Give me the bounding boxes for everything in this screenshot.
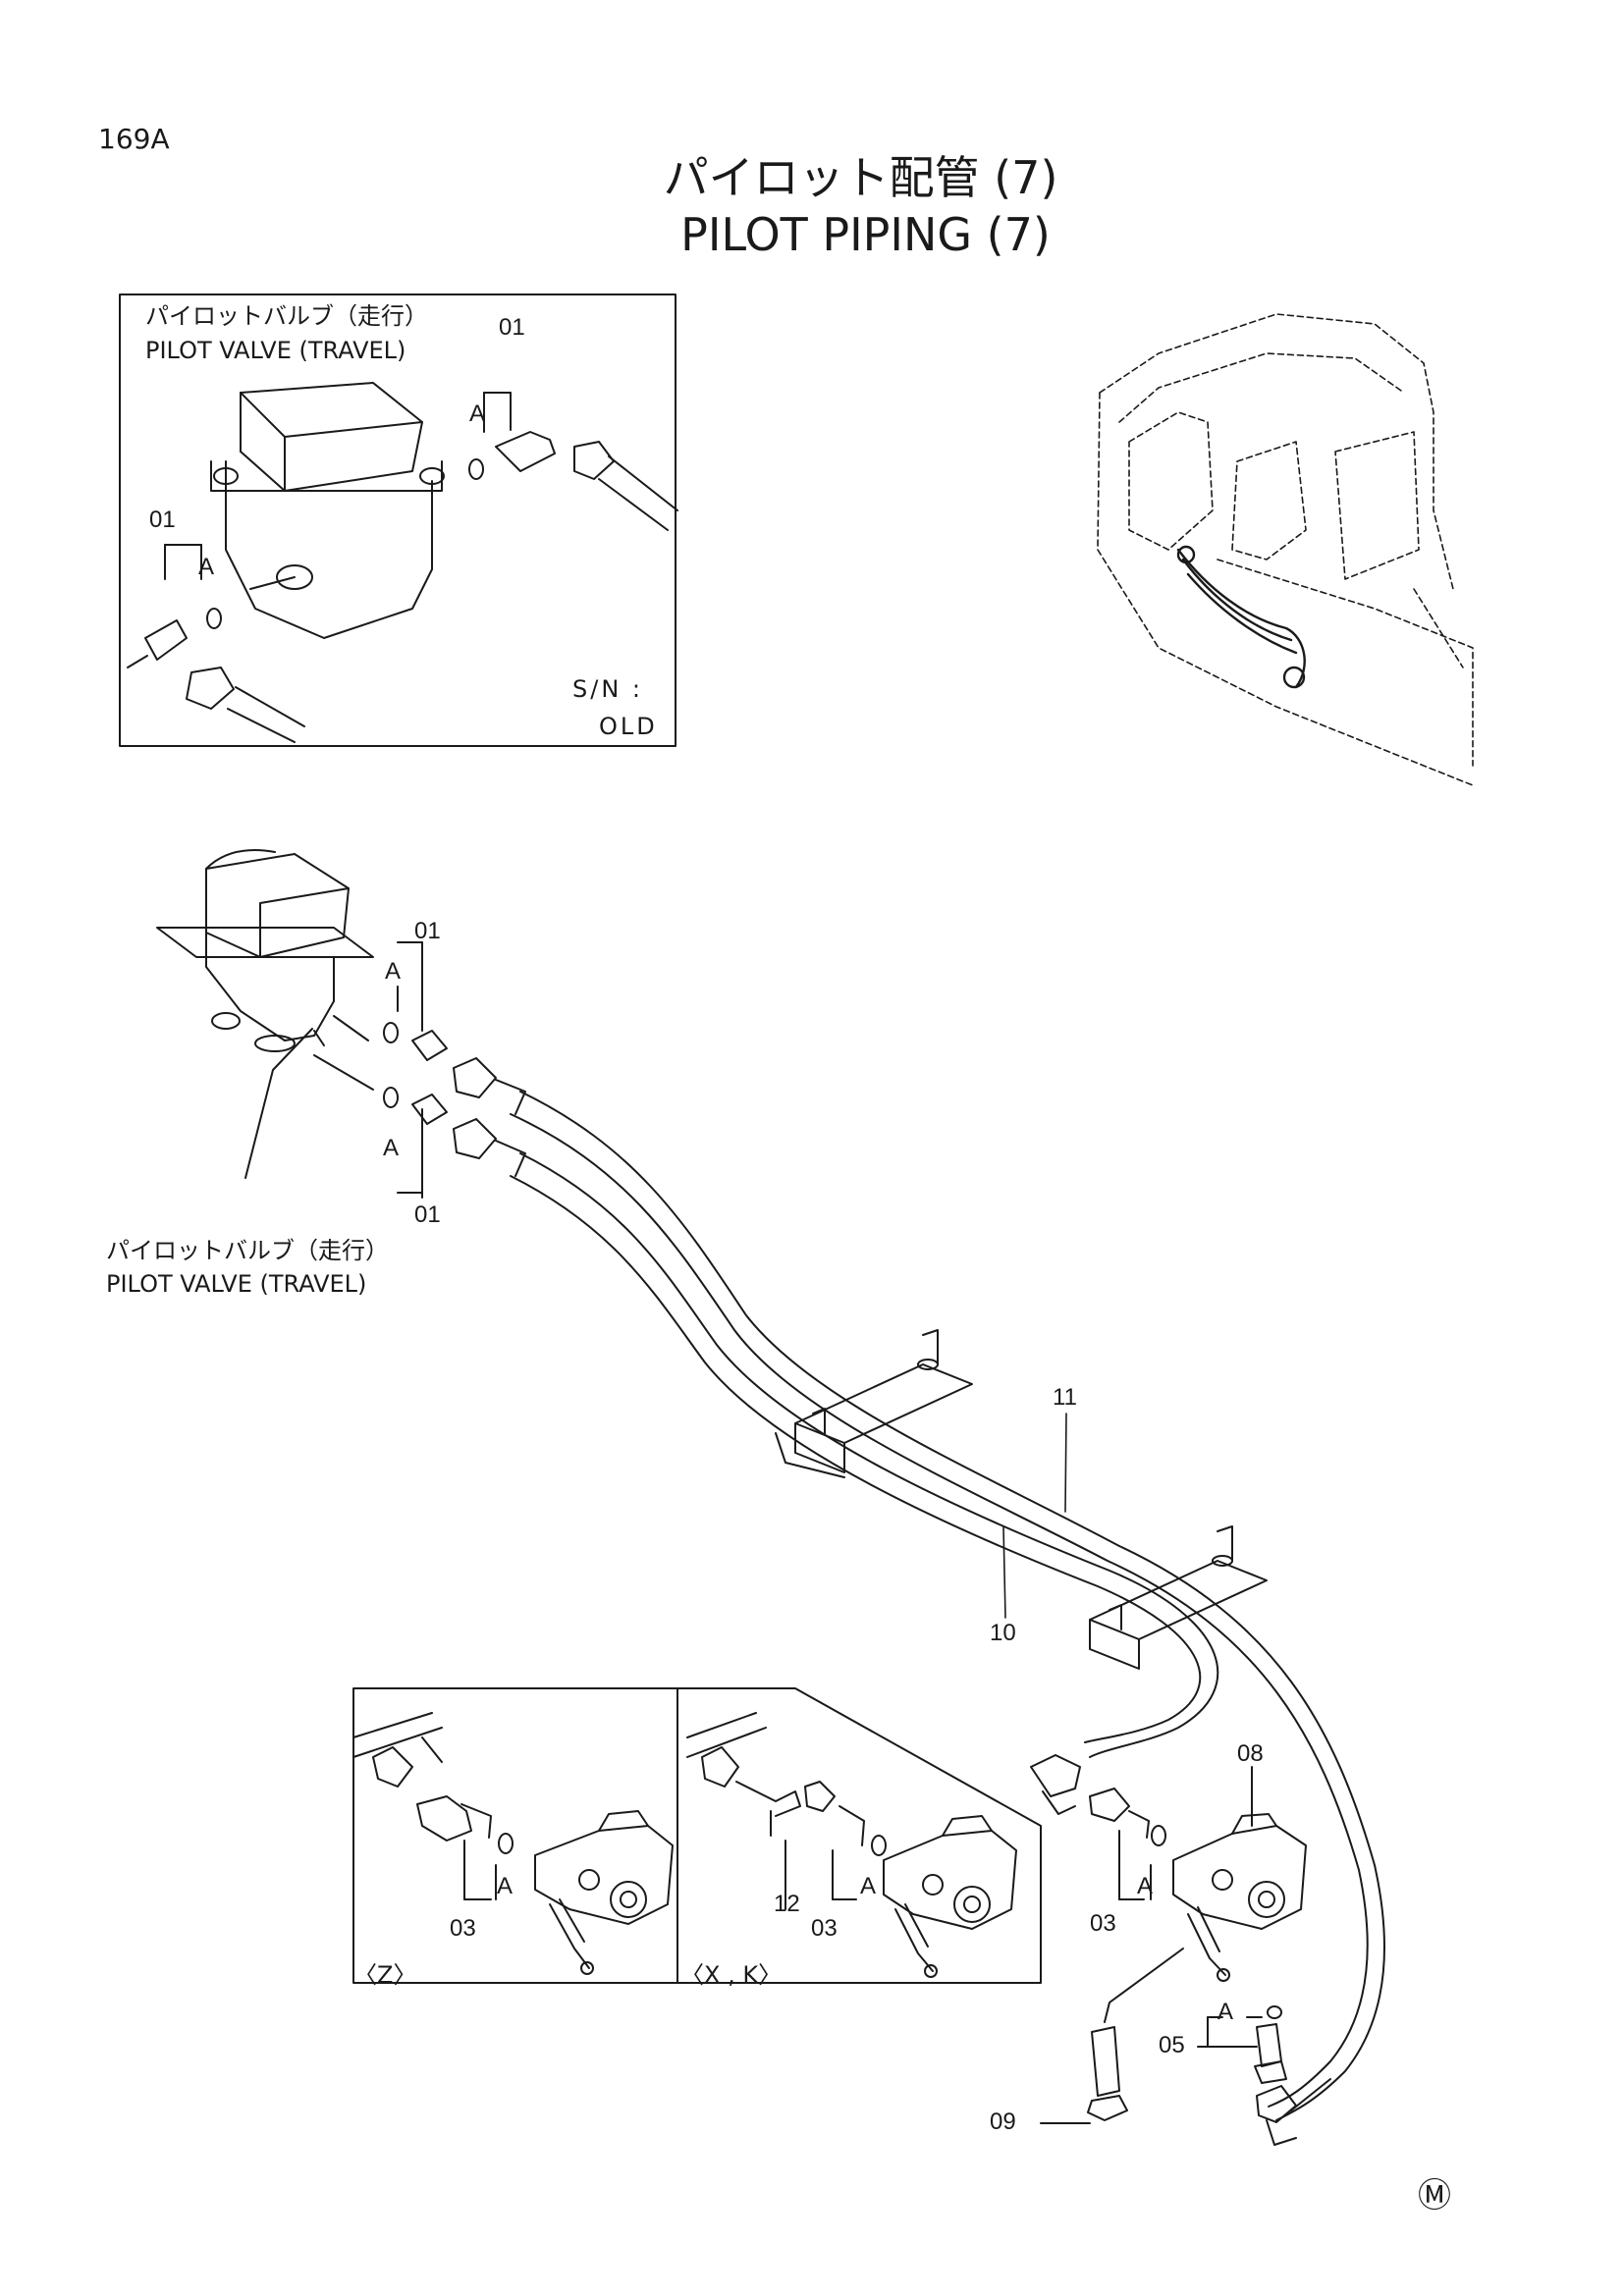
callout-10: 10 xyxy=(990,1620,1016,1646)
detail-z-drawing xyxy=(352,1712,674,1975)
hose-11 xyxy=(510,1091,1385,2121)
cab-pilot-lines xyxy=(1176,545,1306,689)
callout-a: A xyxy=(469,400,486,427)
inset-old-pilot-valve xyxy=(210,382,445,639)
detail-xk-drawing xyxy=(686,1712,1017,1978)
main-pilot-valve-fittings xyxy=(313,941,526,1199)
page-title-japanese: パイロット配管 (7) xyxy=(663,151,1058,204)
callout-a: A xyxy=(1137,1873,1154,1899)
callout-01: 01 xyxy=(149,507,176,533)
inset-pilot-valve-label-jp: パイロットバルブ（走行） xyxy=(145,302,428,330)
callout-03: 03 xyxy=(811,1915,838,1942)
m-mark: Ⓜ xyxy=(1418,2176,1451,2216)
main-pilot-valve-label-jp: パイロットバルブ（走行） xyxy=(106,1237,389,1264)
callout-a: A xyxy=(383,1135,400,1161)
inset-pilot-valve-label-en: PILOT VALVE (TRAVEL) xyxy=(145,337,406,364)
hose-clamp-lower xyxy=(1089,1525,1268,1670)
callout-12: 12 xyxy=(774,1891,800,1917)
callout-11: 11 xyxy=(1053,1384,1077,1411)
callout-05: 05 xyxy=(1159,2032,1185,2058)
right-valve-assembly xyxy=(1030,1754,1331,2146)
page-number: 169A xyxy=(98,123,170,155)
callout-a: A xyxy=(385,958,402,985)
inset-old-frame xyxy=(119,294,676,747)
cab-illustration xyxy=(1097,313,1474,786)
callout-01: 01 xyxy=(499,314,525,341)
page-title-english: PILOT PIPING (7) xyxy=(680,208,1051,261)
callout-03: 03 xyxy=(1090,1910,1116,1937)
callout-a: A xyxy=(198,554,215,580)
callout-01: 01 xyxy=(414,1201,441,1228)
callout-03: 03 xyxy=(450,1915,476,1942)
callout-01: 01 xyxy=(414,918,441,944)
hose-leaders xyxy=(1002,1413,1067,1619)
callout-a: A xyxy=(860,1873,877,1899)
callout-09: 09 xyxy=(990,2109,1016,2135)
detail-frame xyxy=(352,1687,1042,1984)
callout-a: A xyxy=(497,1873,514,1899)
inset-old-fittings xyxy=(127,392,678,743)
callout-08: 08 xyxy=(1237,1740,1264,1767)
hose-clamp-upper xyxy=(775,1329,973,1478)
main-pilot-valve-label-en: PILOT VALVE (TRAVEL) xyxy=(106,1270,367,1298)
hose-10 xyxy=(510,1152,1219,1758)
main-pilot-valve xyxy=(156,849,374,1179)
serial-number-label: S/N : xyxy=(572,675,643,703)
serial-number-value: OLD xyxy=(599,713,658,740)
